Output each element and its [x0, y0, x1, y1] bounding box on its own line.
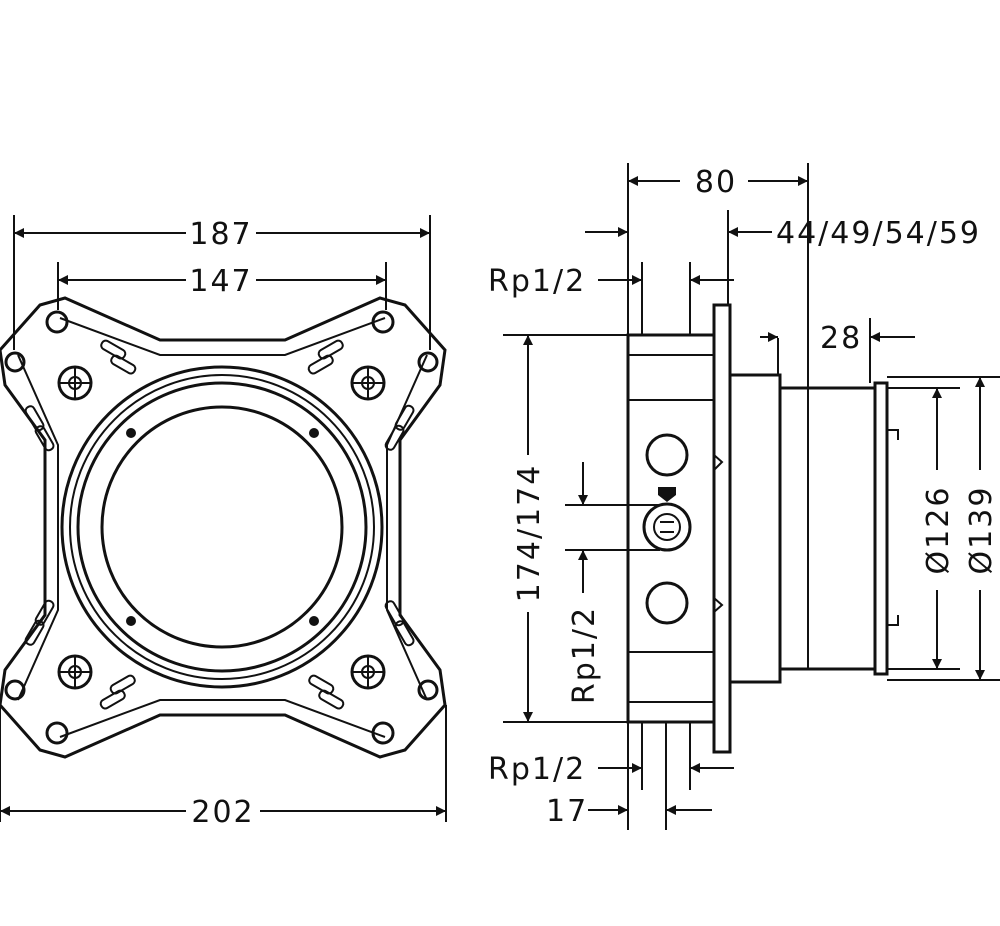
spigot-rim [873, 381, 889, 676]
flange-clips [713, 454, 724, 613]
inlet-port-bottom [645, 581, 689, 625]
ring-screw [309, 616, 319, 626]
side-extension-lines [503, 163, 1000, 830]
mounting-plate-outline [0, 296, 447, 759]
outer-ring-inner-edge [69, 374, 375, 680]
fixing-hole [45, 310, 69, 334]
spigot-sleeve [778, 386, 877, 671]
inner-ring [100, 405, 344, 649]
fixing-hole [4, 679, 26, 701]
spigot-collar [728, 373, 782, 684]
dim-projection-label: 44/49/54/59 [776, 216, 981, 251]
dim-202-label: 202 [191, 795, 254, 830]
spigot-tabs [887, 429, 899, 626]
dim-17-label: 17 [546, 794, 588, 829]
fixing-hole [417, 351, 439, 373]
middle-ring [76, 381, 368, 673]
mounting-plate-inner-edge [17, 317, 428, 738]
outer-ring [60, 365, 384, 689]
dim-rp-bottom-label: Rp1/2 [488, 752, 586, 787]
mounting-slots [24, 339, 415, 710]
connection-boss [57, 654, 93, 690]
fixing-hole [417, 679, 439, 701]
front-extension-lines [0, 215, 447, 822]
center-port [642, 502, 692, 552]
box-ribs [628, 354, 714, 703]
front-view: 187 147 202 [0, 215, 447, 830]
center-port-inner [653, 513, 681, 541]
connection-boss [57, 365, 93, 401]
fixing-hole [371, 310, 395, 334]
fixing-hole [45, 721, 69, 745]
connection-boss [350, 654, 386, 690]
dim-d126-label: Ø126 [921, 486, 956, 575]
dim-d139-label: Ø139 [964, 486, 999, 575]
inlet-port-top [645, 433, 689, 477]
flow-arrow-icon [658, 487, 676, 502]
dim-147-label: 147 [189, 264, 252, 299]
dim-80-label: 80 [695, 165, 737, 200]
fixing-hole [371, 721, 395, 745]
ring-screw [126, 428, 136, 438]
fixing-hole [4, 351, 26, 373]
center-port-marks [660, 521, 674, 533]
dim-rp-side-label: Rp1/2 [567, 606, 602, 704]
connection-boss [350, 365, 386, 401]
dim-187-label: 187 [189, 217, 252, 252]
dim-174-label: 174/174 [512, 464, 547, 603]
ring-screw [309, 428, 319, 438]
ring-screw [126, 616, 136, 626]
dim-28-label: 28 [820, 321, 862, 356]
side-view: 80 44/49/54/59 Rp1/2 28 174/174 Rp1/2 Rp… [488, 163, 1000, 830]
flange [712, 303, 732, 754]
dim-rp-top-label: Rp1/2 [488, 264, 586, 299]
box-body [626, 333, 716, 724]
